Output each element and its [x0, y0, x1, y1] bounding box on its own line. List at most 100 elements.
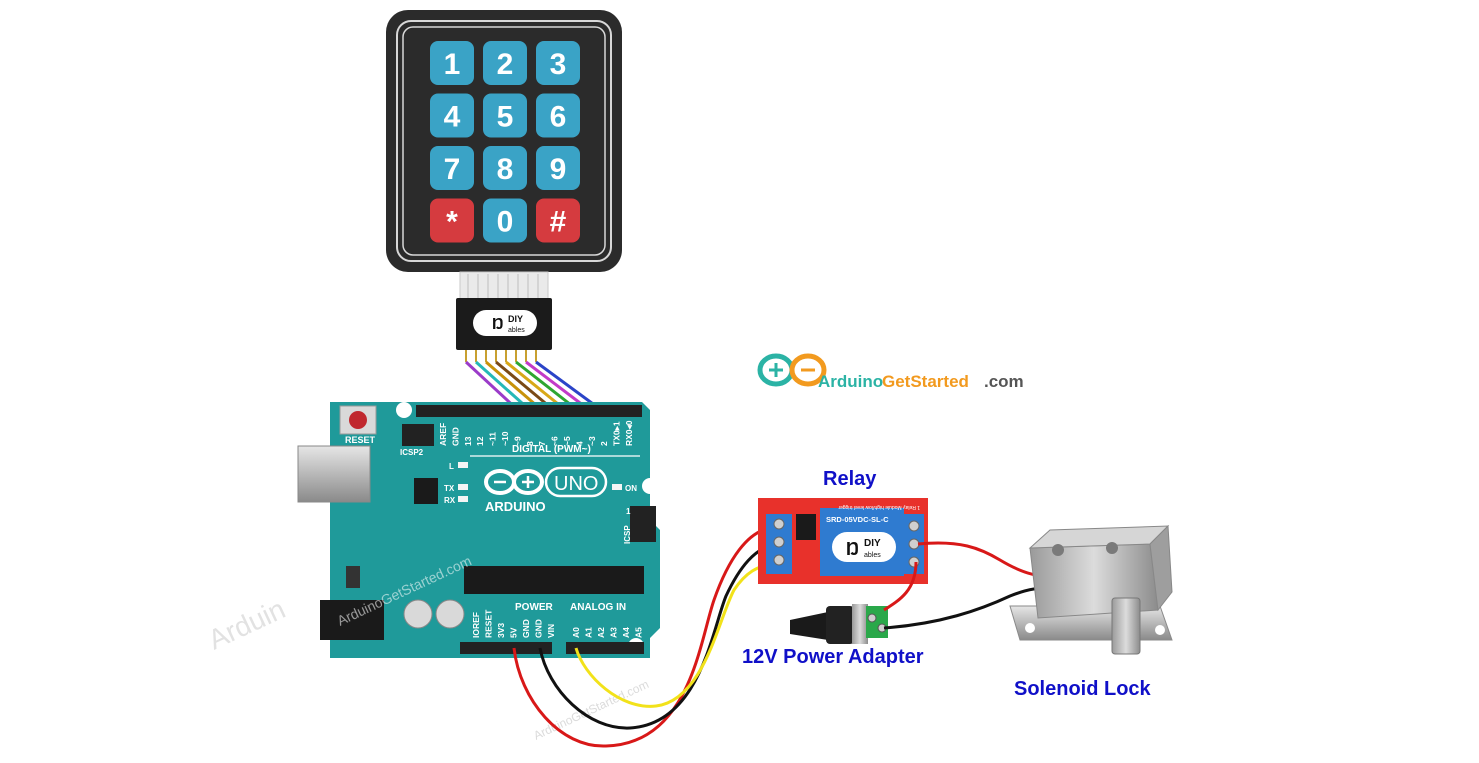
keypad-key-label: 9: [550, 153, 567, 186]
relay-module-text: 1 Relay Module high/low level trigger: [838, 504, 920, 510]
keypad-key-label: 7: [444, 153, 461, 186]
digital-pin-label: ~6: [550, 436, 560, 446]
solenoid-label: Solenoid Lock: [1014, 678, 1152, 700]
keypad-key: [483, 93, 527, 138]
analog-pin-label: A5: [634, 627, 644, 638]
site-name-suffix: .com: [984, 372, 1024, 391]
digital-pin-label: ~3: [587, 436, 597, 446]
digital-pin-label: ~10: [500, 431, 510, 446]
analog-pin-label: A2: [596, 627, 606, 638]
solenoid-lock: [1009, 524, 1173, 655]
relay-brand-logo-icon: Ŋ: [846, 539, 859, 559]
power-header: [460, 642, 552, 654]
keypad-brand: DIY: [508, 314, 523, 324]
keypad-brand-sub: ables: [508, 327, 525, 334]
icsp-pin-label: 1: [626, 507, 631, 516]
power-pin-label: GND: [534, 619, 544, 638]
relay-brand: DIY: [864, 538, 881, 549]
keypad-key: [430, 198, 474, 243]
reset-label: RESET: [345, 435, 376, 445]
digital-pin-label: 7: [537, 441, 547, 446]
site-name-middle: GetStarted: [882, 372, 969, 391]
led-rx-label: RX: [444, 496, 456, 505]
power-pin-label: RESET: [484, 609, 494, 638]
power-adapter-label: 12V Power Adapter: [742, 646, 924, 668]
power-pin-label: 5V: [509, 627, 519, 638]
keypad-key-label: *: [446, 206, 458, 239]
keypad-key: [430, 93, 474, 138]
power-adapter: [790, 604, 888, 644]
relay-chip-text: SRD-05VDC-SL-C: [826, 515, 889, 524]
digital-pin-label: AREF: [438, 423, 448, 446]
keypad-key: [536, 93, 580, 138]
relay-module: SRD-05VDC-SL-C Ŋ DIY ables 1 Relay Modul…: [758, 498, 928, 584]
relay-brand-sub: ables: [864, 552, 881, 559]
icsp2-label: ICSP2: [400, 448, 424, 457]
digital-pin-label: ~5: [562, 436, 572, 446]
analog-pin-label: A4: [621, 627, 631, 638]
led-on-label: ON: [625, 484, 637, 493]
digital-pin-label: TX0▸1: [612, 421, 622, 446]
keypad-key: [536, 146, 580, 190]
power-pin-label: 3V3: [496, 623, 506, 638]
digital-pin-label: 12: [475, 436, 485, 446]
analog-pin-label: A3: [609, 627, 619, 638]
digital-pin-label: 13: [463, 436, 473, 446]
power-pin-label: IOREF: [471, 612, 481, 638]
keypad-key-label: 5: [497, 101, 514, 134]
digital-pin-label: 8: [525, 441, 535, 446]
analog-pin-label: A0: [571, 627, 581, 638]
led-tx-label: TX: [444, 484, 455, 493]
arduino-model: UNO: [554, 473, 598, 495]
digital-pin-label: 2: [599, 441, 609, 446]
analog-label: ANALOG IN: [570, 602, 626, 613]
partial-watermark: Arduin: [203, 593, 289, 655]
keypad-key-label: 1: [444, 48, 461, 81]
led-l-label: L: [449, 462, 454, 471]
keypad-key-label: #: [550, 206, 567, 239]
relay-title: Relay: [823, 468, 877, 490]
icsp-label: ICSP: [623, 525, 632, 544]
arduino-name: ARDUINO: [485, 499, 546, 514]
analog-pin-label: A1: [584, 627, 594, 638]
digital-pin-label: ~11: [488, 432, 498, 446]
digital-label: DIGITAL (PWM~): [512, 444, 591, 455]
keypad-key: [483, 41, 527, 85]
keypad-key-label: 4: [444, 101, 461, 134]
keypad-brand-logo-icon: Ŋ: [492, 316, 504, 333]
keypad-key: [430, 41, 474, 85]
power-pin-label: GND: [521, 619, 531, 638]
wire-watermark: ArduinoGetStarted.com: [531, 677, 651, 743]
keypad-key: [430, 146, 474, 190]
digital-pin-label: 4: [574, 441, 584, 446]
digital-pin-label: GND: [450, 427, 460, 446]
keypad-key-label: 8: [497, 153, 514, 186]
digital-pin-label: RX0◂0: [624, 420, 634, 446]
digital-pin-label: ~9: [512, 436, 522, 446]
site-logo-icon: [757, 353, 827, 387]
arduino-relay-wires: [512, 526, 773, 748]
keypad-key-label: 3: [550, 48, 567, 81]
keypad-key-label: 0: [497, 206, 514, 239]
keypad-key: [483, 146, 527, 190]
site-logo: Arduino GetStarted .com: [757, 353, 1024, 391]
power-label: POWER: [515, 602, 554, 613]
keypad-key-label: 6: [550, 101, 567, 134]
arduino-logo-icon: [484, 469, 544, 495]
site-name-prefix: Arduino: [818, 372, 883, 391]
keypad-ribbon: Ŋ DIY ables: [456, 271, 552, 362]
power-pin-label: VIN: [546, 624, 556, 638]
keypad: 1 2 3 4 5 6 7 8 9 * 0 #: [386, 10, 622, 272]
keypad-key: [483, 198, 527, 243]
analog-header: [566, 642, 644, 654]
keypad-keys: 1 2 3 4 5 6 7 8 9 * 0 #: [430, 41, 580, 243]
keypad-key-label: 2: [497, 48, 514, 81]
keypad-key: [536, 41, 580, 85]
keypad-key: [536, 198, 580, 243]
digital-header: [416, 405, 642, 417]
